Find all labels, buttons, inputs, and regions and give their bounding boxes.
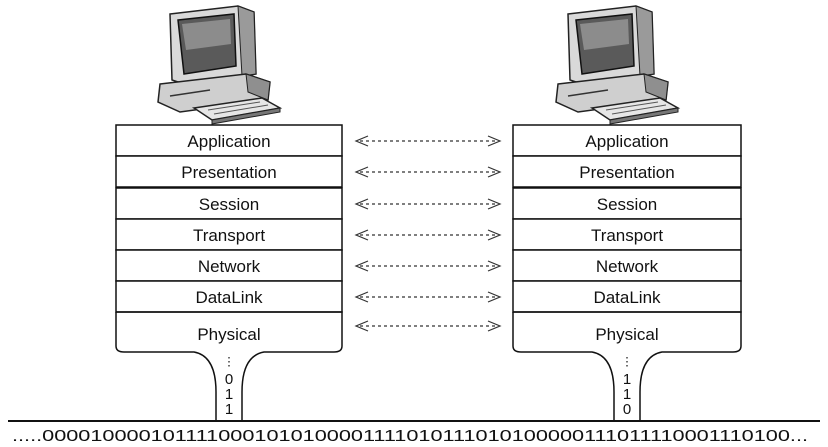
right-layer-label-presentation: Presentation	[579, 163, 674, 182]
right-vertical-bit: 0	[623, 401, 631, 418]
peer-arrows	[354, 135, 502, 332]
right-vertical-bit: 1	[623, 371, 631, 388]
left-physical-funnel-left	[115, 312, 217, 421]
dashed-double-arrow-icon	[354, 320, 502, 332]
left-layer-label-datalink: DataLink	[195, 288, 263, 307]
left-vertical-bit: 1	[225, 386, 233, 403]
right-osi-stack: ApplicationPresentationSessionTransportN…	[512, 124, 742, 421]
right-computer-icon	[555, 5, 679, 125]
dashed-double-arrow-icon	[354, 198, 502, 210]
right-layer-box-datalink	[512, 280, 742, 313]
right-layer-label-application: Application	[585, 132, 668, 151]
left-layer-label-application: Application	[187, 132, 270, 151]
left-layer-label-physical: Physical	[197, 325, 260, 344]
right-layer-label-network: Network	[596, 257, 659, 276]
left-layer-label-presentation: Presentation	[181, 163, 276, 182]
bitstream-text: .....00001000010111100010101000011110101…	[12, 428, 808, 445]
dashed-double-arrow-icon	[354, 135, 502, 147]
left-layer-label-transport: Transport	[193, 226, 265, 245]
left-layer-box-datalink	[115, 280, 343, 313]
left-layer-label-session: Session	[199, 195, 259, 214]
left-vertical-bit: 1	[225, 401, 233, 418]
left-osi-stack: ApplicationPresentationSessionTransportN…	[115, 124, 343, 421]
left-computer-icon	[157, 5, 281, 125]
right-layer-label-session: Session	[597, 195, 657, 214]
left-layer-box-transport	[115, 218, 343, 251]
right-layer-label-physical: Physical	[595, 325, 658, 344]
dashed-double-arrow-icon	[354, 260, 502, 272]
right-physical-funnel-right	[513, 311, 742, 421]
right-physical-funnel-left	[512, 312, 615, 421]
right-layer-box-session	[512, 187, 742, 220]
left-vertical-bit: 0	[225, 371, 233, 388]
right-layer-label-transport: Transport	[591, 226, 663, 245]
right-layer-box-network	[512, 249, 742, 282]
right-vertical-bit: 1	[623, 386, 631, 403]
right-layer-label-datalink: DataLink	[593, 288, 661, 307]
dashed-double-arrow-icon	[354, 291, 502, 303]
right-layer-box-application	[512, 124, 742, 157]
left-layer-box-presentation	[115, 155, 343, 188]
dashed-double-arrow-icon	[354, 166, 502, 178]
left-layer-box-application	[115, 124, 343, 157]
dashed-double-arrow-icon	[354, 229, 502, 241]
right-layer-box-presentation	[512, 155, 742, 188]
left-layer-label-network: Network	[198, 257, 261, 276]
left-physical-funnel-right	[116, 311, 343, 421]
